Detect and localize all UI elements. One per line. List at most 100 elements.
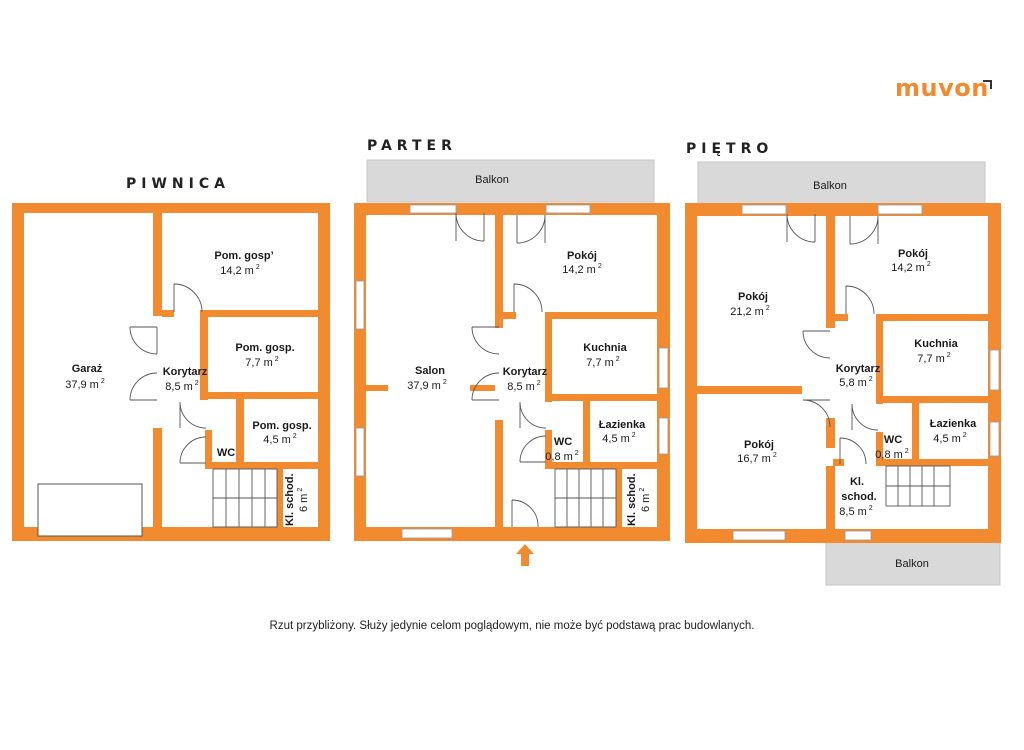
- upper-stairs: [885, 465, 951, 507]
- wall: [495, 420, 503, 528]
- wall: [545, 430, 552, 462]
- wall: [354, 203, 366, 541]
- wall: [876, 396, 988, 403]
- door: [519, 435, 547, 463]
- window: [355, 427, 365, 477]
- room-name: Pom. gosp.: [252, 420, 311, 432]
- svg-text:6 m2: 6 m2: [639, 488, 652, 512]
- room-name: Kuchnia: [914, 338, 958, 350]
- balcony-label: Balkon: [895, 558, 929, 570]
- wall: [697, 386, 802, 394]
- wall: [205, 430, 212, 465]
- wall: [685, 203, 1001, 216]
- garage-door: [37, 483, 143, 537]
- room-name: Kl.: [850, 476, 864, 488]
- wall: [545, 312, 552, 402]
- door: [786, 213, 816, 243]
- svg-text:6 m2: 6 m2: [297, 488, 310, 512]
- floor-title-ground: PARTER: [367, 138, 457, 154]
- disclaimer: Rzut przybliżony. Służy jedynie celom po…: [269, 620, 755, 632]
- wall: [12, 203, 24, 541]
- wall: [616, 469, 622, 527]
- plan-upper: Balkon Balkon: [685, 161, 1001, 586]
- window: [355, 280, 365, 330]
- entrance-door: [511, 499, 539, 528]
- wall: [876, 459, 988, 466]
- door: [129, 326, 158, 355]
- balcony-door: [844, 530, 872, 541]
- door: [471, 326, 500, 355]
- window: [401, 528, 453, 539]
- window: [409, 204, 457, 214]
- room-name: Pokój: [898, 248, 928, 260]
- wall: [200, 310, 208, 400]
- window: [989, 349, 1000, 391]
- wall: [503, 312, 516, 319]
- room-name: Korytarz: [503, 366, 548, 378]
- room-name: schod.: [841, 491, 876, 503]
- window: [877, 204, 923, 215]
- room-name: Salon: [415, 365, 445, 377]
- door: [516, 214, 546, 244]
- room-name: Kuchnia: [583, 342, 627, 354]
- door: [519, 401, 547, 429]
- door: [179, 401, 207, 429]
- wall: [826, 418, 835, 448]
- room-name: Pom. gosp.: [235, 342, 294, 354]
- room-name: WC: [217, 447, 235, 459]
- wall: [835, 314, 848, 321]
- wall: [277, 462, 283, 528]
- stairs-label: Kl. schod. 6 m2: [626, 473, 652, 526]
- room-name: Łazienka: [599, 419, 646, 431]
- floor-title-upper: PIĘTRO: [686, 141, 774, 157]
- entrance-arrow-icon: [516, 544, 534, 566]
- logo-arrow-icon: [983, 80, 992, 89]
- room-name: WC: [554, 436, 572, 448]
- wall: [583, 401, 590, 465]
- room-name: Korytarz: [836, 363, 881, 375]
- wall: [545, 462, 657, 469]
- balcony-top: [697, 161, 986, 205]
- wall: [685, 529, 1001, 543]
- window: [989, 421, 1000, 457]
- room-name: WC: [884, 434, 902, 446]
- window: [741, 204, 787, 215]
- wall: [495, 213, 503, 328]
- door: [173, 283, 203, 313]
- wall: [912, 403, 919, 465]
- door: [845, 285, 875, 315]
- wall: [545, 394, 657, 401]
- door: [179, 436, 207, 464]
- wall: [826, 466, 835, 529]
- wall: [826, 214, 835, 328]
- svg-text:Kl. schod.: Kl. schod.: [626, 473, 638, 526]
- room-name: Korytarz: [163, 366, 208, 378]
- window: [658, 347, 669, 389]
- wall: [685, 203, 697, 543]
- door: [851, 403, 879, 431]
- balcony-label: Balkon: [813, 180, 847, 192]
- basement-stairs: [212, 468, 278, 528]
- room-name: Pom. gosp’: [214, 250, 273, 262]
- door: [839, 437, 867, 465]
- wall: [876, 314, 988, 321]
- balcony-label: Balkon: [475, 174, 509, 186]
- balcony: [366, 159, 655, 203]
- room-name: Łazienka: [930, 418, 977, 430]
- wall: [200, 392, 318, 399]
- wall: [162, 310, 174, 317]
- wall: [153, 213, 162, 316]
- door: [455, 212, 485, 242]
